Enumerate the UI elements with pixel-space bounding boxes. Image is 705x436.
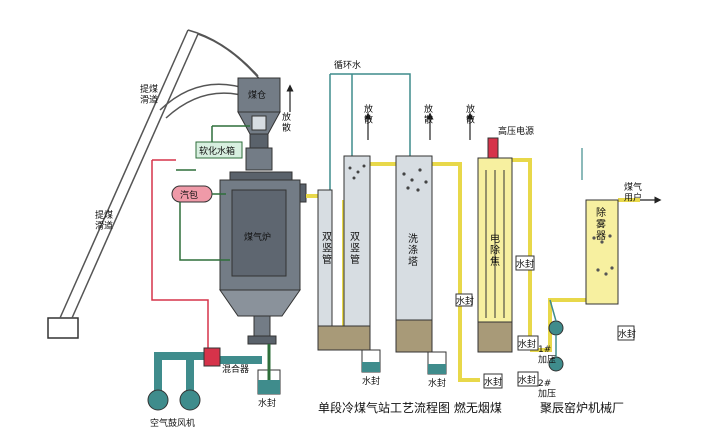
blower-label-2: 2#加压 <box>538 379 556 399</box>
demister-label: 除雾器 <box>596 206 606 242</box>
gasifier-body <box>219 171 307 345</box>
water-seal-label-8: 水封 <box>518 338 536 350</box>
water-seal-label-1: 水封 <box>258 397 276 409</box>
diagram-labels: 提煤滑道 提煤滑道 煤仓 软化水箱 汽包 煤气炉 循环水 放散 放散 放散 放散… <box>95 59 642 429</box>
coal-bin-label: 煤仓 <box>248 89 266 101</box>
circulating-water-label: 循环水 <box>334 59 361 71</box>
company-name: 聚辰窑炉机械厂 <box>540 400 624 415</box>
conveyor-hopper <box>47 317 79 339</box>
double-vertical-pipe-label-2: 双竖管 <box>350 231 360 266</box>
electrostatic-tar-catcher <box>477 137 513 353</box>
tar-catcher-label: 电除焦 <box>490 232 500 268</box>
diagram-title: 单段冷煤气站工艺流程图 燃无烟煤 <box>318 400 502 415</box>
double-vertical-pipe <box>317 155 371 351</box>
coal-bin-assembly <box>237 77 281 171</box>
water-seal-label-2: 水封 <box>362 375 380 387</box>
water-seal-label-6: 水封 <box>516 258 534 270</box>
softened-water-tank-label: 软化水箱 <box>199 145 235 157</box>
air-blower-label: 空气鼓风机 <box>150 417 195 429</box>
scrubber-label: 洗涤塔 <box>408 233 418 268</box>
gasifier-water-seal <box>257 344 281 395</box>
vent-arrows <box>286 84 662 204</box>
water-seal-label-5: 水封 <box>484 376 502 388</box>
circulating-water-line <box>329 73 411 196</box>
booster-fans <box>517 299 564 387</box>
softened-water-tank <box>195 141 243 159</box>
vent-label-3: 放散 <box>424 103 433 125</box>
double-vertical-pipe-label-1: 双竖管 <box>322 231 332 266</box>
vent-label-2: 放散 <box>364 103 373 125</box>
coal-bin <box>237 77 281 113</box>
gasifier-label: 煤气炉 <box>244 231 271 243</box>
steam-drum-label: 汽包 <box>180 189 198 201</box>
high-voltage-box <box>487 137 499 159</box>
booster-fan-1 <box>548 320 564 336</box>
water-seal-label-9: 水封 <box>518 374 536 386</box>
vent-label-4: 放散 <box>466 103 475 125</box>
coal-conveyor <box>47 29 263 339</box>
air-blower-2 <box>179 389 201 411</box>
coal-conveyor-label-top: 提煤滑道 <box>140 83 158 105</box>
mixer-label: 混合器 <box>222 363 249 375</box>
water-seal-label-7: 水封 <box>618 328 636 340</box>
demister <box>585 199 619 305</box>
coal-conveyor-label-bottom: 提煤滑道 <box>95 209 113 231</box>
blower-label-1: 1#加压 <box>538 345 556 365</box>
water-seals <box>361 255 635 389</box>
mixer <box>203 347 221 367</box>
scrubber <box>395 155 433 353</box>
gas-user-label: 煤气用户 <box>624 181 642 203</box>
air-blower-1 <box>147 389 169 411</box>
air-blower-system <box>147 347 262 411</box>
water-seal-label-4: 水封 <box>456 295 474 307</box>
water-seal-label-3: 水封 <box>428 377 446 389</box>
high-voltage-label: 高压电源 <box>498 125 534 137</box>
vent-label-1: 放散 <box>282 111 291 133</box>
